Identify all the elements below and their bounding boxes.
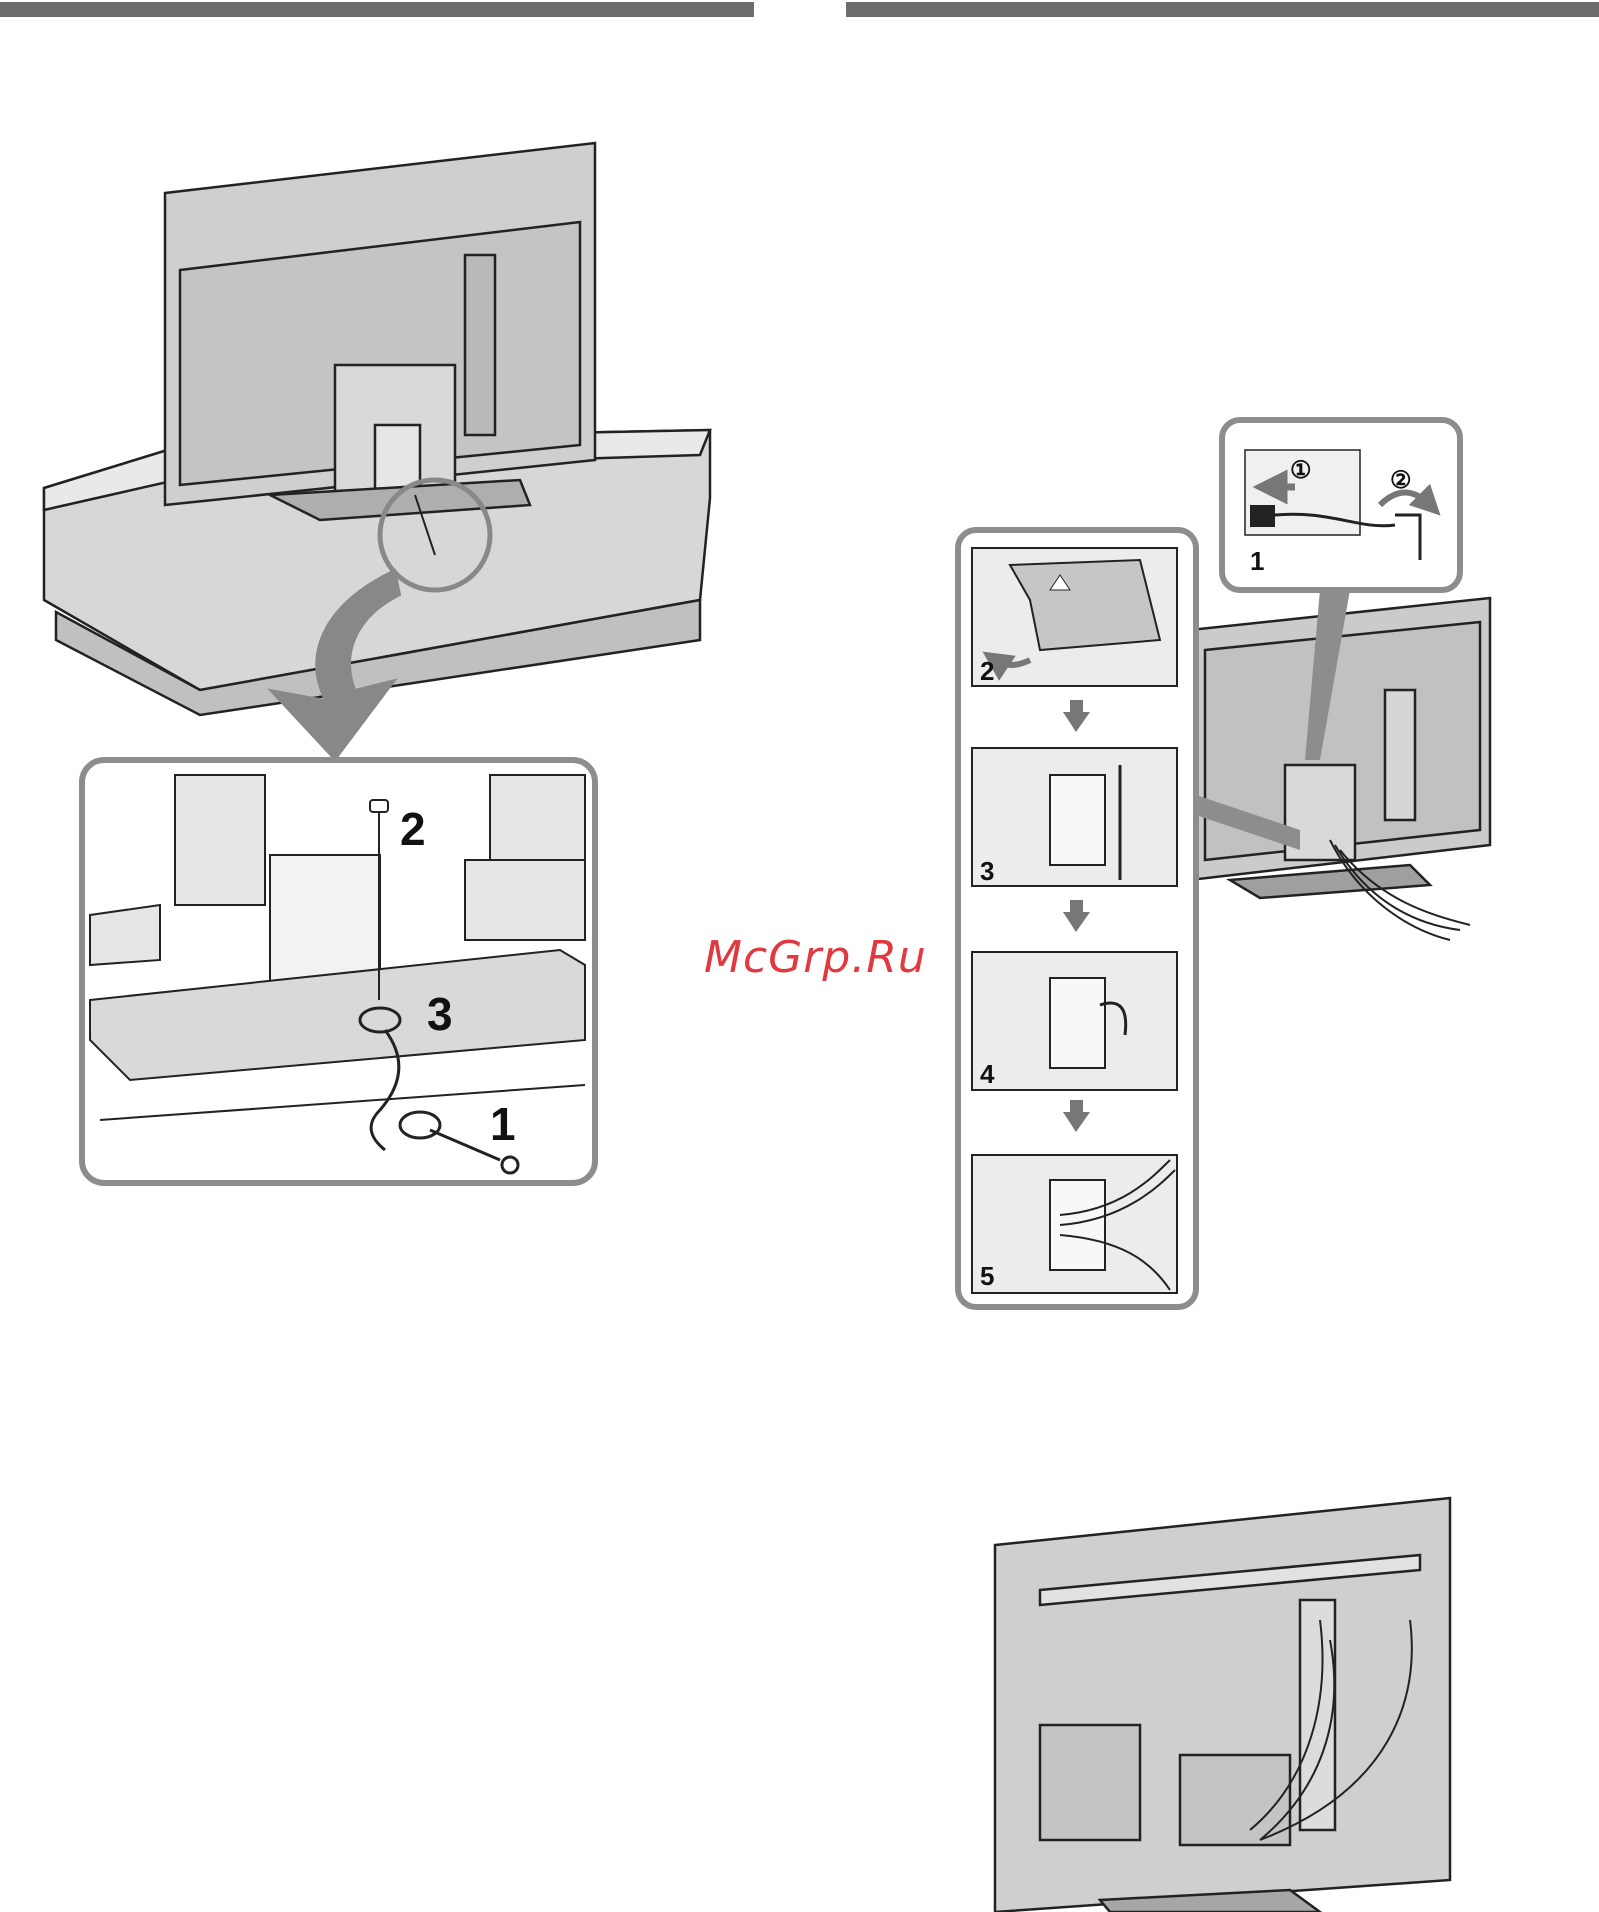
inset-circle-mark-2: ② [1390,467,1412,494]
step-label-2: 2 [400,803,426,855]
inset-circle-mark-1: ① [1290,457,1312,484]
inset-step-label-1: 1 [1250,546,1264,576]
step-label-1: 1 [490,1098,516,1150]
inset-step-label-4: 4 [980,1059,995,1089]
step-label-3: 3 [427,988,453,1040]
inset-step-label-3: 3 [980,856,994,886]
tv-rear-bottom-illustration [995,1498,1450,1912]
inset-step-label-5: 5 [980,1261,994,1291]
watermark-text: McGrp.Ru [704,932,927,983]
tv-on-cabinet-illustration [44,143,710,715]
left-zoom-panel: 2 3 1 [82,760,595,1183]
tv-rear-cable-illustration [1190,598,1490,940]
inset-step-label-2: 2 [980,656,994,686]
